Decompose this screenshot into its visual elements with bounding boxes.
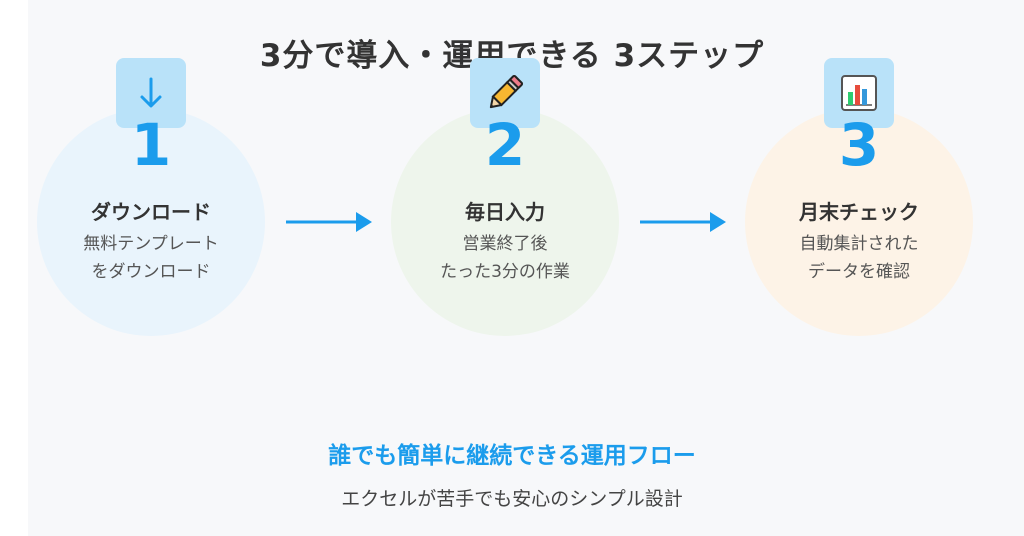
- step-1-icon-box: [116, 58, 186, 128]
- step-3-desc-line1: 自動集計された: [799, 234, 919, 254]
- download-arrow-icon: [140, 77, 162, 108]
- step-3-desc-line2: データを確認: [808, 262, 910, 282]
- footer-headline: 誰でも簡単に継続できる運用フロー: [328, 443, 696, 469]
- step-1-desc-line2: をダウンロード: [91, 262, 211, 282]
- step-2-desc-line1: 営業終了後: [462, 234, 548, 254]
- step-2-number: 2: [484, 111, 526, 179]
- step-3-title: 月末チェック: [799, 200, 919, 224]
- step-1-title: ダウンロード: [91, 200, 211, 224]
- step-2-circle: [391, 108, 619, 336]
- step-2-icon-box: [470, 58, 540, 128]
- bar-chart-icon: [841, 75, 877, 111]
- step-1-number: 1: [130, 111, 172, 179]
- footer-subline: エクセルが苦手でも安心のシンプル設計: [341, 488, 683, 510]
- arrow-right-icon: [640, 212, 726, 232]
- arrow-right-icon: [286, 212, 372, 232]
- step-2-title: 毎日入力: [465, 200, 545, 224]
- step-1-desc-line1: 無料テンプレート: [83, 234, 219, 254]
- step-2-desc-line2: たった3分の作業: [440, 262, 570, 282]
- step-3-icon-box: [824, 58, 894, 128]
- step-3-circle: [745, 108, 973, 336]
- pencil-icon: [489, 74, 524, 109]
- step-3-number: 3: [838, 111, 880, 179]
- step-1-circle: [37, 108, 265, 336]
